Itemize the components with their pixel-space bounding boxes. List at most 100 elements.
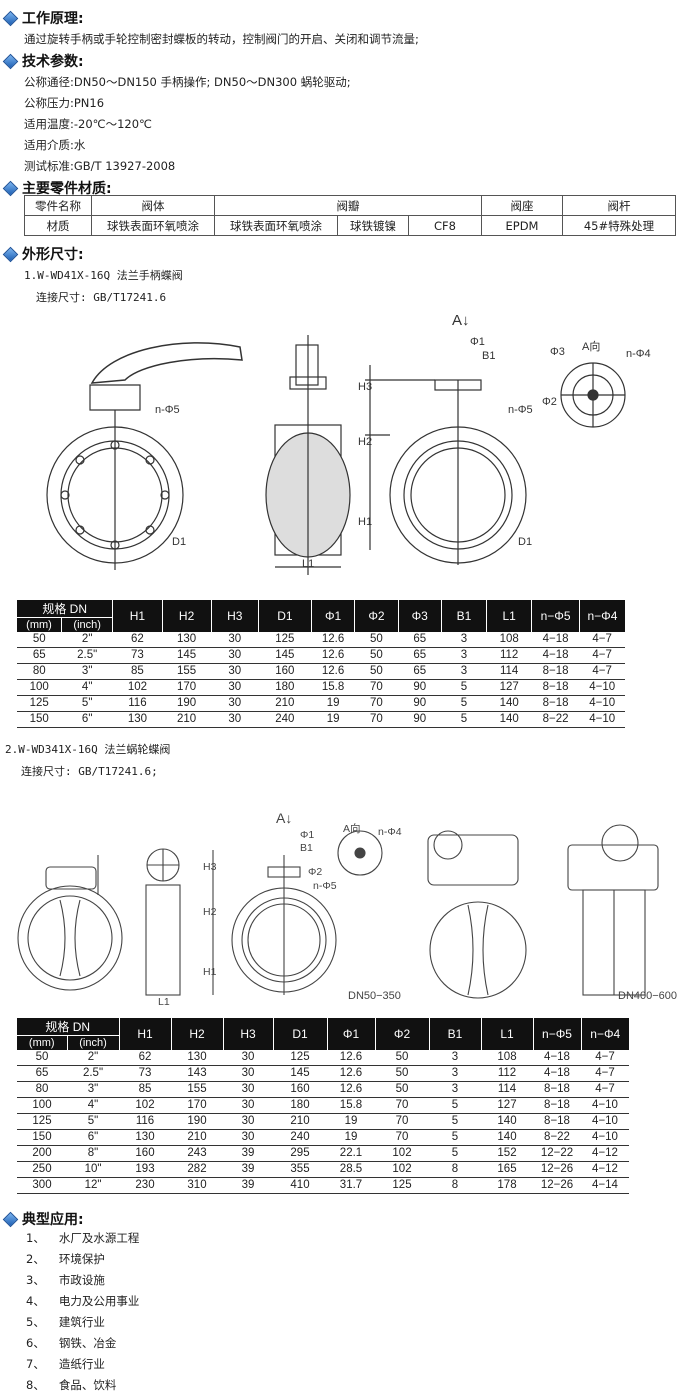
table-cell: 190: [177, 697, 197, 709]
table-cell: 150: [29, 713, 49, 725]
table-cell: 30: [228, 665, 242, 677]
table-row: 材质 球铁表面环氧喷涂 球铁表面环氧喷涂 球铁镀镍 CF8 EPDM 45#特殊…: [24, 215, 676, 236]
table-cell: 170: [177, 681, 197, 693]
list-item-number: 5、: [26, 1315, 45, 1329]
table-cell: 球铁镀镍: [337, 215, 409, 236]
table-cell: 155: [177, 665, 197, 677]
table-cell: 8−18: [544, 1083, 570, 1095]
table-cell: 65: [413, 649, 427, 661]
table-cell: 90: [413, 697, 427, 709]
table-cell: 150: [32, 1131, 52, 1143]
table-cell: 108: [497, 1051, 517, 1063]
table-cell: 80: [35, 1083, 49, 1095]
drawing-label: Φ2: [542, 396, 557, 408]
table-cell: 190: [187, 1115, 207, 1127]
list-item-number: 4、: [26, 1294, 45, 1308]
valve2-large-view: [567, 824, 659, 996]
table-cell: 125: [32, 1115, 52, 1127]
table-cell: 30: [241, 1099, 255, 1111]
list-item: 3、市政设施: [26, 1272, 105, 1288]
table-cell: 240: [275, 713, 295, 725]
table-header-cell: (inch): [66, 1035, 119, 1050]
drawing-label: D1: [172, 536, 186, 548]
table-cell: 102: [392, 1147, 412, 1159]
valve1-front-view: [46, 342, 243, 570]
table-header-cell: L1: [486, 600, 532, 632]
table-cell: 85: [131, 665, 144, 677]
list-item-number: 8、: [26, 1378, 45, 1392]
drawing-label: n-Φ5: [155, 404, 180, 416]
drawing-label: H2: [203, 906, 217, 918]
table-header-cell: 阀座: [481, 195, 563, 216]
table-cell: 65: [35, 1067, 49, 1079]
table-cell: 39: [241, 1179, 255, 1191]
handle: [90, 342, 243, 384]
table-cell: 85: [138, 1083, 152, 1095]
table-cell: 2.5": [77, 649, 98, 661]
table-header-cell: H2: [170, 1018, 223, 1050]
table-cell: 170: [187, 1099, 207, 1111]
table-cell: 160: [290, 1083, 310, 1095]
table-cell: 3: [460, 665, 468, 677]
table-cell: 3": [87, 1083, 99, 1095]
table-cell: 140: [499, 713, 519, 725]
section-heading-materials: 主要零件材质:: [4, 178, 112, 198]
table-cell: 152: [497, 1147, 517, 1159]
table-cell: 2": [81, 633, 93, 645]
table-cell: 28.5: [339, 1163, 363, 1175]
table-cell: 70: [395, 1099, 409, 1111]
table-header-cell: B1: [428, 1018, 481, 1050]
table-cell: 5: [451, 1099, 459, 1111]
param-row: 适用温度:-20℃～120℃: [24, 117, 152, 131]
table-header-cell: L1: [480, 1018, 533, 1050]
table-cell: 30: [241, 1115, 255, 1127]
table-cell: 243: [187, 1147, 207, 1159]
table-cell: 19: [344, 1131, 358, 1143]
table-cell: 4−7: [592, 665, 612, 677]
section-title: 主要零件材质:: [22, 181, 112, 197]
table-header-cell: Φ2: [374, 1018, 429, 1050]
table-cell: 8−18: [542, 697, 569, 709]
section-title: 工作原理:: [22, 11, 84, 27]
table-cell: 3: [451, 1051, 459, 1063]
list-item-number: 6、: [26, 1336, 45, 1350]
table-cell: 127: [499, 681, 519, 693]
valve1-section-view: [265, 335, 351, 575]
list-item-text: 水厂及水源工程: [58, 1231, 140, 1245]
table-row: 零件名称 阀体 阀瓣 阀座 阀杆: [24, 195, 676, 216]
valve2-title: 2.W-WD341X-16Q 法兰蜗轮蝶阀: [5, 743, 171, 756]
table-cell: 19: [344, 1115, 358, 1127]
principle-text: 通过旋转手柄或手轮控制密封蝶板的转动，控制阀门的开启、关闭和调节流量;: [24, 32, 419, 46]
table-cell: 球铁表面环氧喷涂: [91, 215, 215, 236]
table-cell: 2": [87, 1051, 99, 1063]
drawing-label: H1: [203, 966, 217, 978]
drawing-label: D1: [518, 536, 532, 548]
table-cell: 8−18: [544, 1115, 570, 1127]
table-cell: 210: [275, 697, 295, 709]
valve1-a-view: [560, 362, 626, 428]
table-cell: 70: [395, 1131, 409, 1143]
drawing-label: n-Φ4: [626, 348, 651, 360]
table-cell: 73: [138, 1067, 152, 1079]
table-cell: 70: [370, 713, 383, 725]
table-cell: 145: [275, 649, 295, 661]
table-row: (mm) (inch): [17, 617, 625, 632]
valve2-side-view: [145, 848, 181, 996]
table-cell: 145: [177, 649, 197, 661]
section-title: 技术参数:: [22, 54, 84, 70]
table-cell: 210: [187, 1131, 207, 1143]
table-cell: 12.6: [339, 1083, 363, 1095]
table-cell: 5: [451, 1131, 459, 1143]
table-cell: 4−7: [595, 1083, 615, 1095]
table-cell: 50: [395, 1051, 409, 1063]
table-cell: 5: [460, 681, 468, 693]
section-title: 典型应用:: [22, 1212, 84, 1228]
table-cell: 3: [451, 1083, 459, 1095]
table-header-cell: Φ1: [326, 1018, 375, 1050]
table-cell: 50: [35, 1051, 49, 1063]
